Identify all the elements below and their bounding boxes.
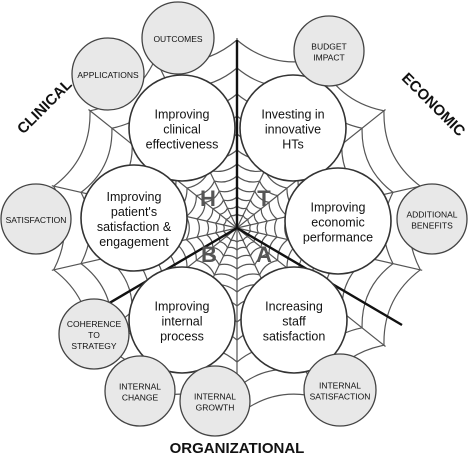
outer-node-satisfaction: SATISFACTION xyxy=(0,183,72,255)
inner-nodes: ImprovingclinicaleffectivenessInvesting … xyxy=(80,74,392,374)
outer-node-outcomes-shape xyxy=(141,1,215,75)
outer-node-satisfaction-label: SATISFACTION xyxy=(6,215,67,225)
outer-node-internal-growth-shape xyxy=(179,365,251,437)
outer-node-applications: APPLICATIONS xyxy=(71,37,145,111)
inner-node-patient-satisfaction-label: engagement xyxy=(99,235,169,249)
outer-node-internal-satisfaction-label: INTERNAL xyxy=(319,380,361,390)
inner-node-clinical-effectiveness-label: effectiveness xyxy=(146,137,219,151)
inner-node-staff-satisfaction-shape xyxy=(240,266,348,374)
outer-node-satisfaction-shape xyxy=(0,183,72,255)
outer-node-additional-benefits-label: ADDITIONAL xyxy=(406,209,457,219)
outer-node-coherence-strategy-label: TO xyxy=(88,330,100,340)
inner-node-investing-hts-label: innovative xyxy=(265,122,321,136)
outer-node-coherence-strategy-label: COHERENCE xyxy=(67,319,122,329)
inner-node-investing-hts-shape xyxy=(239,74,347,182)
hub-letter-a: A xyxy=(256,242,272,267)
category-clinical: CLINICAL xyxy=(14,76,76,138)
outer-node-internal-change-label: INTERNAL xyxy=(119,381,161,391)
hub-letter-b: B xyxy=(201,242,217,267)
inner-node-economic-performance-label: Improving xyxy=(311,200,366,214)
outer-node-budget-impact-label: IMPACT xyxy=(313,52,344,62)
hub-letter-h: H xyxy=(200,186,216,211)
outer-node-internal-change-label: CHANGE xyxy=(122,392,159,402)
inner-node-patient-satisfaction-label: Improving xyxy=(107,190,162,204)
outer-node-applications-shape xyxy=(71,37,145,111)
outer-node-applications-label: APPLICATIONS xyxy=(77,70,139,80)
inner-node-staff-satisfaction-label: staff xyxy=(282,314,306,328)
inner-node-patient-satisfaction-label: patient's xyxy=(111,205,157,219)
outer-node-internal-growth-label: INTERNAL xyxy=(194,391,236,401)
inner-node-staff-satisfaction-label: Increasing xyxy=(265,299,323,313)
outer-node-internal-growth-label: GROWTH xyxy=(196,402,235,412)
inner-node-investing-hts-label: Investing in xyxy=(261,107,324,121)
inner-node-clinical-effectiveness-label: Improving xyxy=(155,107,210,121)
outer-node-outcomes: OUTCOMES xyxy=(141,1,215,75)
outer-node-additional-benefits-shape xyxy=(396,183,468,255)
outer-node-internal-change-shape xyxy=(104,355,176,427)
category-economic: ECONOMIC xyxy=(398,70,468,140)
inner-node-clinical-effectiveness-label: clinical xyxy=(163,122,201,136)
inner-node-staff-satisfaction-label: satisfaction xyxy=(263,329,326,343)
outer-node-coherence-strategy-label: STRATEGY xyxy=(71,341,117,351)
inner-node-economic-performance-shape xyxy=(284,167,392,275)
outer-node-outcomes-label: OUTCOMES xyxy=(153,34,202,44)
outer-node-coherence-strategy-shape xyxy=(58,298,130,370)
outer-node-budget-impact-shape xyxy=(293,15,365,87)
inner-node-patient-satisfaction-shape xyxy=(80,164,188,272)
inner-node-economic-performance-label: performance xyxy=(303,230,373,244)
outer-node-internal-satisfaction-label: SATISFACTION xyxy=(310,391,371,401)
inner-node-internal-process-label: Improving xyxy=(155,299,210,313)
inner-node-economic-performance-label: economic xyxy=(311,215,365,229)
inner-node-internal-process-label: process xyxy=(160,329,204,343)
inner-node-patient-satisfaction-label: satisfaction & xyxy=(97,220,172,234)
inner-node-investing-hts-label: HTs xyxy=(282,137,304,151)
inner-node-clinical-effectiveness-shape xyxy=(128,74,236,182)
outer-node-internal-satisfaction-shape xyxy=(303,353,377,427)
inner-node-internal-process-label: internal xyxy=(162,314,203,328)
outer-node-budget-impact-label: BUDGET xyxy=(311,41,346,51)
category-organizational: ORGANIZATIONAL xyxy=(170,440,305,457)
hub-letter-t: T xyxy=(257,186,271,211)
outer-node-additional-benefits-label: BENEFITS xyxy=(411,220,453,230)
inner-node-internal-process-shape xyxy=(128,266,236,374)
